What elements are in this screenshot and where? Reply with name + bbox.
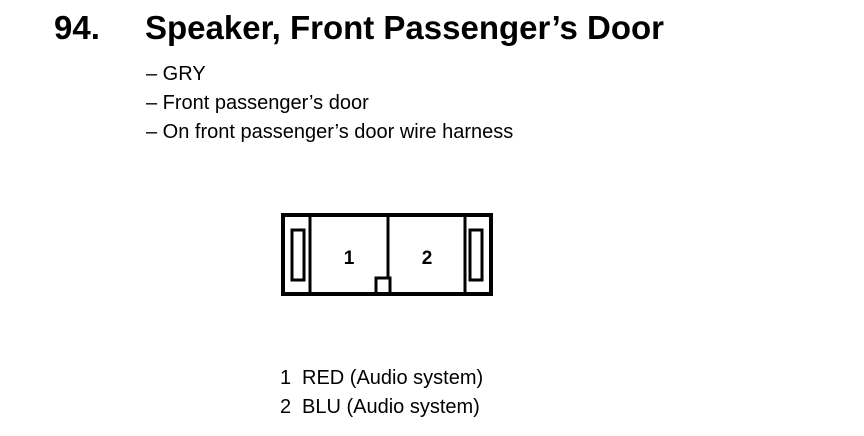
component-title: Speaker, Front Passenger’s Door	[145, 9, 665, 46]
cavity-label-1: 1	[344, 248, 355, 269]
pin-row: 2 BLU (Audio system)	[280, 393, 483, 422]
component-details: – GRY – Front passenger’s door – On fron…	[146, 60, 513, 147]
left-latch	[290, 228, 306, 282]
pin-description: BLU (Audio system)	[302, 396, 480, 418]
component-number: 94.	[54, 9, 100, 46]
connector-color: – GRY	[146, 63, 206, 85]
pin-description: RED (Audio system)	[302, 367, 484, 389]
pin-list: 1 RED (Audio system) 2 BLU (Audio system)	[280, 364, 483, 422]
right-latch	[468, 228, 484, 282]
harness-location: – On front passenger’s door wire harness	[146, 121, 514, 143]
pin-number: 1	[280, 367, 292, 389]
cavity-label-2: 2	[422, 248, 433, 269]
component-location: – Front passenger’s door	[146, 92, 369, 114]
connector-cavity-body	[308, 215, 467, 296]
connector-diagram: 1 2	[280, 212, 496, 298]
pin-row: 1 RED (Audio system)	[280, 364, 483, 393]
pin-number: 2	[280, 396, 292, 418]
